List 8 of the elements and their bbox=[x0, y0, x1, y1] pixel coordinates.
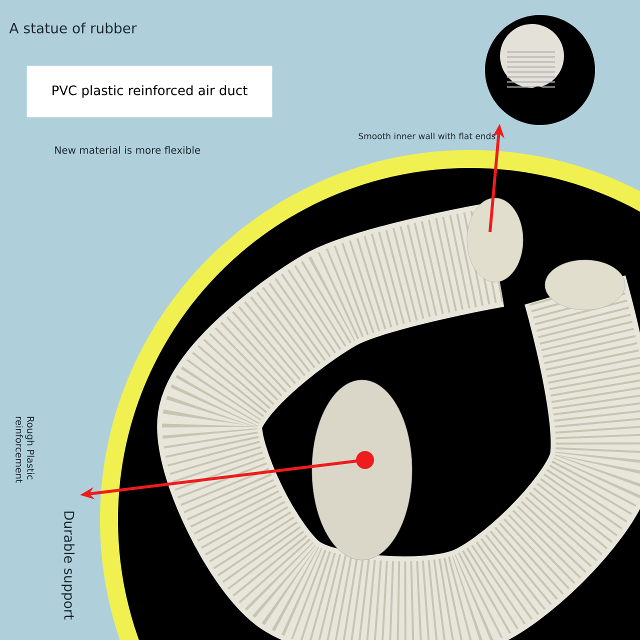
caption-text: Smooth inner wall with flat ends bbox=[358, 132, 496, 140]
title-box: PVC plastic reinforced air duct bbox=[26, 66, 272, 118]
caption-text: Rough Plastic reinforcement bbox=[16, 416, 34, 483]
inset-photo-drawing bbox=[485, 15, 595, 125]
title-text: A statue of rubber bbox=[9, 22, 137, 34]
hose-drawing bbox=[157, 198, 640, 640]
caption-text: Durable support bbox=[61, 512, 75, 620]
caption-text: New material is more flexible bbox=[55, 146, 200, 154]
